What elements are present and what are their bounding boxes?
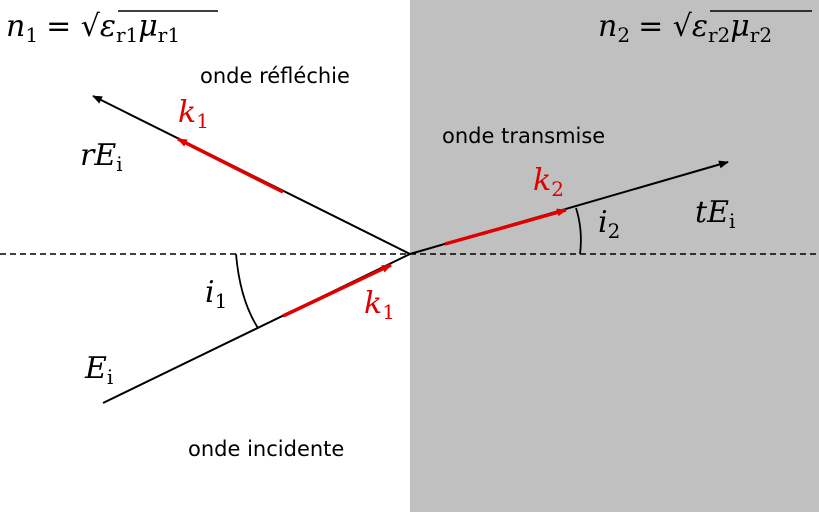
medium-1-index-equation: n1= √εr1μr1: [6, 9, 180, 47]
incident-wave-label: onde incidente: [188, 437, 344, 461]
reflected-wave-label: onde réfléchie: [200, 64, 350, 88]
medium-2-index-equation: n2= √εr2μr2: [598, 9, 772, 47]
reflected-wavevector-label: k1: [178, 95, 209, 133]
incident-wavevector-label: k1: [364, 286, 395, 324]
transmitted-wavevector-arrow: [444, 208, 567, 246]
reflected-wavevector-arrow: [177, 137, 284, 194]
transmitted-wavevector-label: k2: [533, 163, 564, 201]
reflected-field-label: rEi: [80, 138, 123, 176]
transmitted-wave-label: onde transmise: [442, 124, 605, 148]
incident-wavevector-arrow: [282, 263, 392, 318]
incidence-angle-label: i1: [205, 275, 227, 313]
incident-field-label: Ei: [84, 351, 113, 389]
angle-arc-i2: [575, 207, 582, 255]
refraction-angle-label: i2: [598, 205, 620, 243]
angle-arc-i1: [235, 253, 259, 329]
medium-2-region: [410, 0, 819, 512]
transmitted-field-label: tEi: [695, 195, 735, 233]
